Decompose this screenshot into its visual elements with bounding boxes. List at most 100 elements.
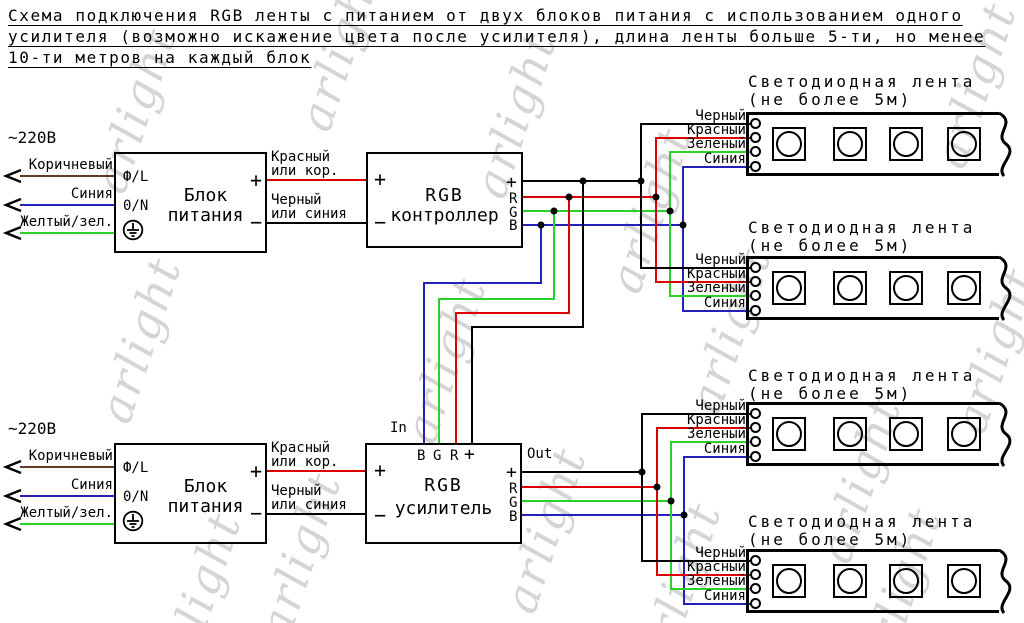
junction-dot bbox=[666, 207, 674, 215]
strip1-connector bbox=[750, 146, 761, 157]
strip4-connector bbox=[750, 598, 761, 609]
junction-dot bbox=[667, 497, 675, 505]
junction-dot bbox=[638, 468, 646, 476]
wire-green bbox=[438, 298, 440, 443]
wire-green bbox=[553, 210, 555, 300]
strip-torn-edge bbox=[998, 548, 1012, 615]
junction-dot bbox=[550, 207, 558, 215]
bus-red bbox=[656, 427, 658, 576]
wire-blue bbox=[423, 282, 425, 443]
wire-red bbox=[655, 137, 754, 139]
led-module bbox=[772, 564, 806, 598]
wire-red bbox=[455, 312, 570, 314]
strip1-pin-label: Зеленый bbox=[686, 136, 746, 152]
rgb-controller-box: + − RGB контроллер + R G B bbox=[366, 152, 523, 248]
strip2-connector bbox=[750, 276, 761, 287]
amp-top-pin-g: G bbox=[433, 448, 442, 464]
junction-dot bbox=[565, 193, 573, 201]
junction-dot bbox=[537, 221, 545, 229]
diagram-title-line3: 10-ти метров на каждый блок bbox=[8, 48, 312, 67]
led-module bbox=[889, 417, 923, 451]
strip2-title-line2: (не более 5м) bbox=[748, 236, 913, 255]
strip1-pin-label: Черный bbox=[695, 108, 746, 124]
psu1-pin-live: Ф/L bbox=[123, 169, 149, 185]
wire-black bbox=[640, 123, 754, 125]
strip3-connector bbox=[750, 436, 761, 447]
arrow-left-icon bbox=[2, 489, 22, 503]
amp-plus: + bbox=[374, 458, 387, 482]
wire-red bbox=[523, 196, 656, 198]
strip4-connector bbox=[750, 555, 761, 566]
strip3-title-line1: Светодиодная лента bbox=[748, 366, 976, 385]
strip2-title-line1: Светодиодная лента bbox=[748, 218, 976, 237]
wire-brown bbox=[20, 175, 114, 177]
wire-green bbox=[523, 210, 670, 212]
controller-out-b: B bbox=[509, 218, 518, 234]
wire-blue bbox=[682, 310, 754, 312]
strip4-pin-label: Синия bbox=[703, 588, 746, 604]
led-module bbox=[889, 127, 923, 161]
strip3-band bbox=[746, 402, 999, 466]
wire-blue bbox=[683, 456, 754, 458]
bus-blue bbox=[683, 456, 685, 605]
psu1-box: Ф/L 0/N Блок питания + − bbox=[114, 152, 267, 253]
psu1-minus: − bbox=[250, 210, 263, 234]
wire-black bbox=[640, 267, 754, 269]
watermark: arlight bbox=[87, 250, 193, 430]
strip4-connector bbox=[750, 569, 761, 580]
strip1-connector bbox=[750, 161, 761, 172]
wire-label-neg: или синия bbox=[271, 206, 347, 222]
wire-green bbox=[669, 151, 754, 153]
strip1-connector bbox=[750, 132, 761, 143]
psu1-plus: + bbox=[250, 168, 263, 192]
strip1-title-line2: (не более 5м) bbox=[748, 90, 913, 109]
strip3-connector bbox=[750, 451, 761, 462]
wire-green bbox=[522, 500, 671, 502]
wire-red bbox=[455, 312, 457, 443]
strip4-connector bbox=[750, 583, 761, 594]
wire-red bbox=[568, 196, 570, 314]
wire-red bbox=[267, 470, 365, 472]
wire-blue bbox=[20, 204, 114, 206]
led-module bbox=[772, 127, 806, 161]
wire-black bbox=[471, 326, 473, 443]
psu2-name-line1: Блок bbox=[183, 476, 228, 497]
arrow-left-icon bbox=[2, 198, 22, 212]
earth-icon bbox=[122, 510, 144, 532]
controller-out-plus: + bbox=[506, 172, 517, 193]
wire-label-green: Желтый/зел. bbox=[20, 505, 113, 521]
led-module bbox=[947, 417, 981, 451]
wire-red bbox=[522, 486, 657, 488]
bus-green bbox=[669, 151, 671, 297]
amp-out-label: Out bbox=[527, 446, 553, 462]
strip3-connector bbox=[750, 422, 761, 433]
controller-minus: − bbox=[374, 210, 387, 234]
diagram-title-line2: усилителя (возможно искажение цвета посл… bbox=[8, 27, 986, 46]
wire-label-blue: Синия bbox=[70, 477, 113, 493]
strip2-pin-label: Черный bbox=[695, 252, 746, 268]
wire-blue bbox=[20, 495, 114, 497]
psu2-box: Ф/L 0/N Блок питания + − bbox=[114, 443, 267, 544]
junction-dot bbox=[652, 193, 660, 201]
psu1-pin-neutral: 0/N bbox=[123, 198, 149, 214]
wire-red bbox=[656, 427, 754, 429]
psu2-plus: + bbox=[250, 459, 263, 483]
strip-torn-edge bbox=[998, 401, 1012, 468]
bus-green bbox=[670, 441, 672, 590]
wire-red bbox=[655, 281, 754, 283]
bus-red bbox=[655, 137, 657, 283]
wire-red bbox=[656, 574, 754, 576]
strip4-title-line1: Светодиодная лента bbox=[748, 512, 976, 531]
strip4-title-line2: (не более 5м) bbox=[748, 530, 913, 549]
wire-label-brown: Коричневый bbox=[28, 448, 113, 464]
strip2-connector bbox=[750, 262, 761, 273]
junction-dot bbox=[653, 483, 661, 491]
wire-blue bbox=[523, 224, 683, 226]
wire-label-green: Желтый/зел. bbox=[20, 214, 113, 230]
strip4-pin-label: Зеленый bbox=[686, 573, 746, 589]
strip2-pin-label: Синия bbox=[703, 295, 746, 311]
led-module bbox=[833, 417, 867, 451]
strip3-pin-label: Синия bbox=[703, 441, 746, 457]
wire-black bbox=[471, 326, 584, 328]
wire-blue bbox=[522, 514, 684, 516]
